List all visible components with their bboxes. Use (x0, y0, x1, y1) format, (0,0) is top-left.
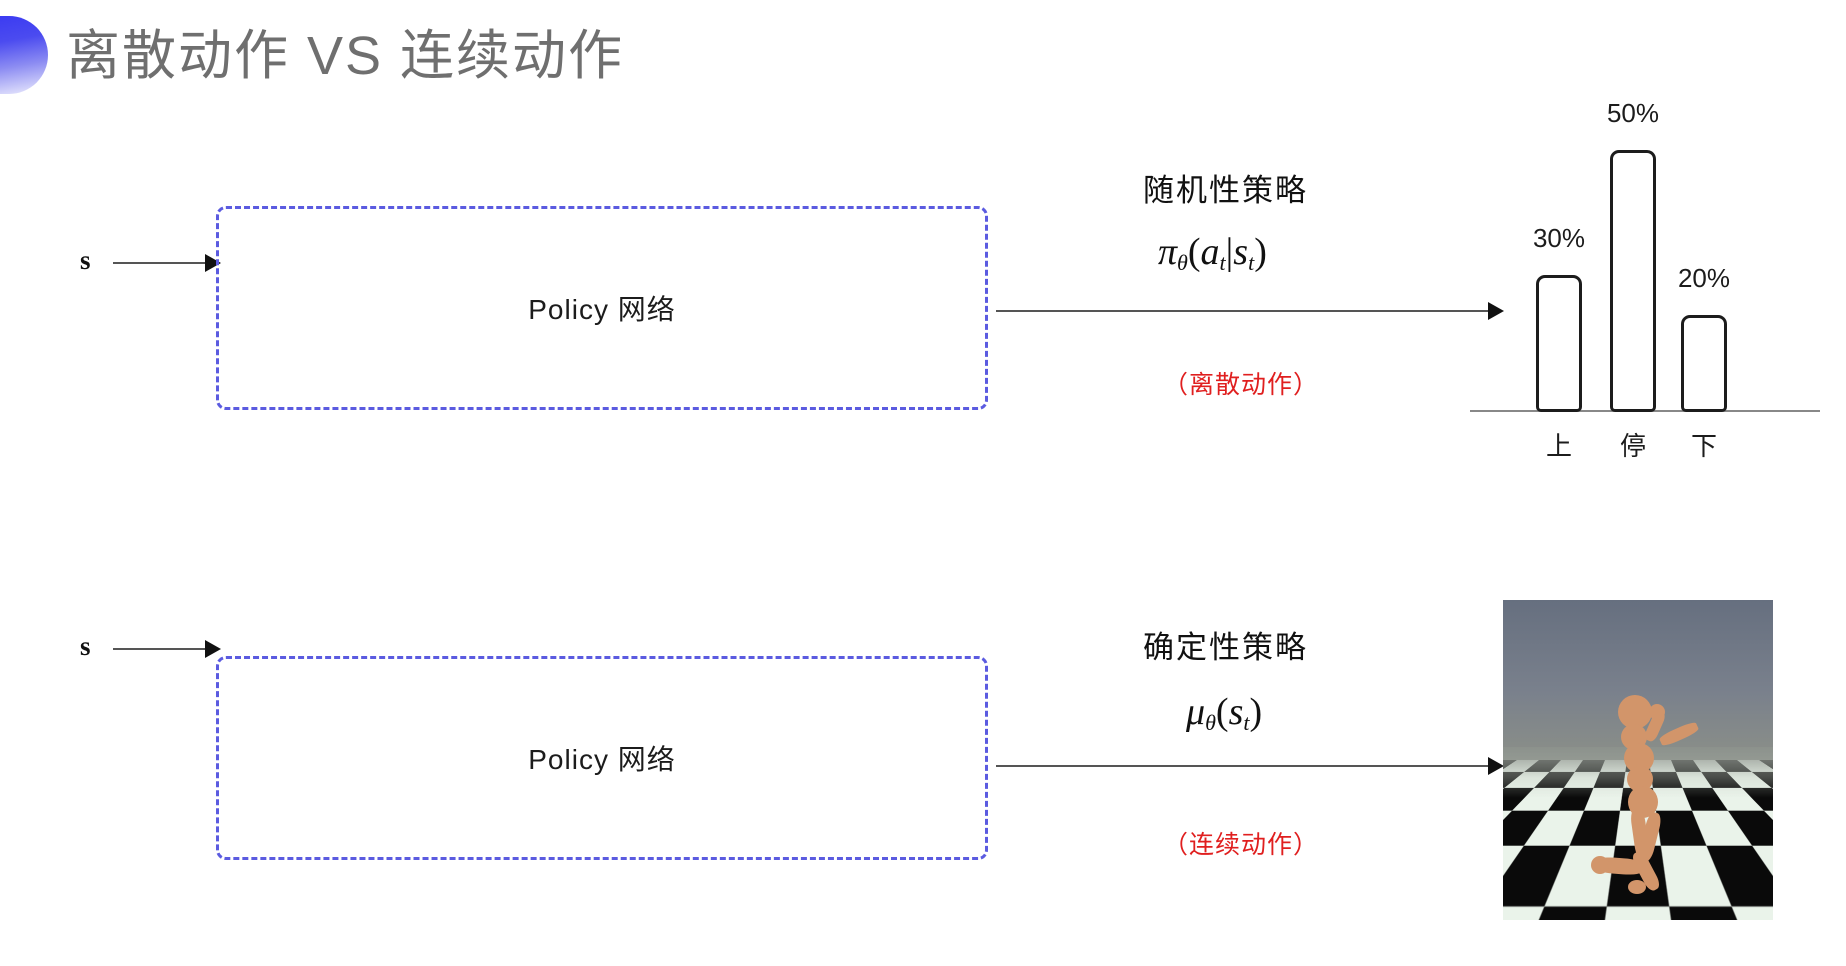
formula-sub-t-a: t (1219, 250, 1226, 276)
policy-kind-continuous: 确定性策略 (1143, 630, 1308, 665)
action-type-tag-discrete: （离散动作） (1163, 371, 1320, 399)
humanoid-foot-front (1628, 880, 1646, 894)
output-arrow-head-discrete (1488, 302, 1504, 320)
bar-value-stop: 50% (1606, 98, 1660, 128)
output-arrow-line-continuous (996, 765, 1492, 767)
bar-category-stop: 停 (1619, 431, 1646, 461)
action-type-tag-continuous: （连续动作） (1163, 831, 1320, 859)
action-distribution-chart: 30% 上 50% 停 20% 下 (1460, 98, 1840, 461)
formula-paren-open: ( (1187, 231, 1201, 273)
policy-network-label-discrete: Policy 网络 (528, 294, 676, 325)
bar-category-down: 下 (1690, 431, 1717, 461)
policy-network-label-continuous: Policy 网络 (528, 744, 676, 775)
formula-sub-t-s-2: t (1243, 710, 1250, 736)
formula-conditional-bar: | (1225, 231, 1234, 273)
formula-fn-mu: μ (1186, 691, 1206, 733)
formula-discrete: πθ(at|st) (1158, 230, 1267, 276)
humanoid-head (1618, 695, 1652, 729)
formula-fn-pi: π (1158, 231, 1178, 273)
half-circle-gradient-decor-icon (0, 16, 48, 94)
state-input-label-continuous: s (80, 631, 91, 661)
bar-value-down: 20% (1677, 263, 1731, 293)
formula-arg-a: a (1200, 231, 1220, 273)
humanoid-hand (1649, 704, 1665, 720)
bar-value-up: 30% (1532, 223, 1586, 253)
bar-up (1536, 275, 1582, 412)
humanoid-simulation-image (1503, 600, 1773, 920)
formula-continuous: μθ(st) (1186, 690, 1262, 736)
bar-stop (1610, 150, 1656, 412)
formula-sub-theta-2: θ (1205, 710, 1216, 736)
page-title: 离散动作 VS 连续动作 (66, 26, 625, 86)
formula-paren-open-2: ( (1215, 691, 1229, 733)
state-input-label-discrete: s (80, 245, 91, 275)
formula-sub-theta: θ (1177, 250, 1188, 276)
input-arrow-head-continuous (205, 640, 221, 658)
bar-category-up: 上 (1545, 431, 1572, 461)
input-arrow-line-continuous (113, 648, 208, 650)
formula-paren-close: ) (1254, 231, 1267, 273)
formula-state-s: s (1233, 231, 1249, 273)
formula-paren-close-2: ) (1249, 691, 1263, 733)
output-arrow-head-continuous (1488, 757, 1504, 775)
input-arrow-line-discrete (113, 262, 208, 264)
formula-sub-t-s: t (1248, 250, 1255, 276)
bar-down (1681, 315, 1727, 412)
humanoid-foot-rear (1591, 856, 1609, 874)
output-arrow-line-discrete (996, 310, 1492, 312)
formula-state-s-2: s (1228, 691, 1244, 733)
policy-network-box-discrete[interactable]: Policy 网络 (216, 206, 988, 410)
policy-kind-discrete: 随机性策略 (1143, 173, 1308, 208)
policy-network-box-continuous[interactable]: Policy 网络 (216, 656, 988, 860)
